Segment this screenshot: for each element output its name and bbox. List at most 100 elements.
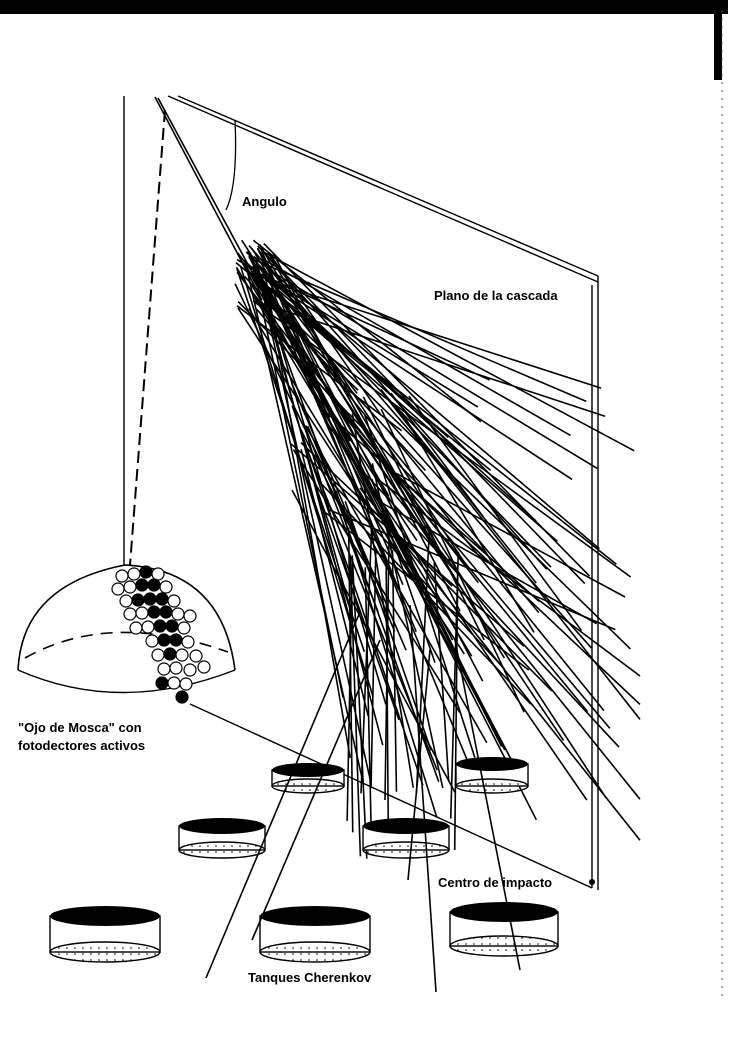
particle-track xyxy=(267,252,444,556)
photodetector xyxy=(157,662,171,676)
tank xyxy=(49,906,161,963)
particle-track xyxy=(347,527,354,833)
cherenkov-tanks xyxy=(49,757,559,963)
particle-track xyxy=(257,245,586,585)
particle-track xyxy=(154,96,263,301)
particle-track xyxy=(351,558,368,859)
active-photodetector xyxy=(155,676,169,690)
particle-track xyxy=(264,279,602,389)
active-photodetector xyxy=(147,578,161,592)
particle-track xyxy=(263,261,417,632)
active-photodetector xyxy=(143,592,157,606)
angle-arc xyxy=(225,119,237,211)
particle-track xyxy=(252,299,606,417)
photodetector xyxy=(123,607,137,621)
particle-track xyxy=(370,549,377,789)
particle-track xyxy=(300,449,369,717)
shower-plane-label: Plano de la cascada xyxy=(434,288,558,303)
particle-track xyxy=(363,414,484,782)
particle-track xyxy=(252,239,482,423)
photodetector xyxy=(171,607,185,621)
photodetector xyxy=(183,609,197,623)
photodetector xyxy=(169,661,183,675)
photodetector xyxy=(159,580,173,594)
particle-track xyxy=(258,244,429,537)
particle-track xyxy=(398,476,641,705)
particle-track xyxy=(261,273,490,381)
particle-track xyxy=(360,529,373,794)
top-border xyxy=(0,0,728,14)
photodetector xyxy=(189,649,203,663)
particle-track xyxy=(400,411,535,633)
photodetector xyxy=(175,648,189,662)
particle-track xyxy=(362,396,485,641)
particle-track xyxy=(265,285,400,590)
particle-track xyxy=(385,559,390,841)
angle-label: Angulo xyxy=(242,194,287,209)
active-photodetector xyxy=(165,619,179,633)
tank xyxy=(259,906,371,963)
particle-track xyxy=(408,395,583,632)
shower-tracks xyxy=(154,96,641,859)
photodetector xyxy=(177,621,191,635)
right-border xyxy=(714,0,722,80)
particle-track xyxy=(246,270,365,784)
particle-track xyxy=(291,405,424,786)
particle-track xyxy=(325,512,530,671)
particle-track xyxy=(364,567,373,850)
tank xyxy=(178,818,266,859)
active-photodetector xyxy=(147,605,161,619)
particle-track xyxy=(374,476,641,677)
particle-track xyxy=(415,530,431,793)
active-photodetector xyxy=(163,647,177,661)
photodetector xyxy=(129,621,143,635)
active-photodetector xyxy=(135,578,149,592)
tank xyxy=(362,818,450,859)
tank xyxy=(455,757,529,794)
photodetector xyxy=(119,594,133,608)
particle-track xyxy=(327,508,616,631)
photodetector xyxy=(111,582,125,596)
photodetector xyxy=(167,676,181,690)
active-photodetector xyxy=(157,633,171,647)
active-photodetector xyxy=(139,565,153,579)
active-photodetector xyxy=(155,592,169,606)
particle-track xyxy=(255,276,558,542)
photodetector xyxy=(141,620,155,634)
particle-track xyxy=(453,563,459,850)
particle-track xyxy=(263,299,351,606)
particle-track xyxy=(344,451,620,748)
photodetector xyxy=(179,677,193,691)
photodetector xyxy=(135,606,149,620)
foreground-tracks xyxy=(205,604,521,993)
particle-track xyxy=(380,408,525,713)
particle-track xyxy=(390,392,484,517)
particle-track xyxy=(383,415,593,649)
impact-center-dot xyxy=(589,879,595,885)
active-photodetector xyxy=(169,633,183,647)
fly-eye-detector xyxy=(17,564,236,704)
tanks-label: Tanques Cherenkov xyxy=(248,970,372,985)
sight-line xyxy=(129,109,166,566)
impact-center-label: Centro de impacto xyxy=(438,875,552,890)
particle-track xyxy=(359,487,641,841)
particle-track xyxy=(260,250,635,452)
particle-track xyxy=(306,425,396,632)
active-photodetector xyxy=(131,593,145,607)
photodetector xyxy=(145,634,159,648)
photodetector xyxy=(197,660,211,674)
photodetector xyxy=(167,594,181,608)
fly-eye-label-line2: fotodectores activos xyxy=(18,738,145,753)
fly-eye-label-line1: "Ojo de Mosca" con xyxy=(18,720,142,735)
active-photodetector xyxy=(159,605,173,619)
particle-track xyxy=(433,562,450,781)
photodetector xyxy=(151,567,165,581)
photodetector xyxy=(115,569,129,583)
photodetector xyxy=(183,663,197,677)
photodetector xyxy=(151,648,165,662)
particle-track xyxy=(385,427,540,614)
particle-track xyxy=(391,550,398,792)
tank xyxy=(271,763,345,794)
particle-track xyxy=(301,437,438,771)
particle-track xyxy=(255,261,372,784)
